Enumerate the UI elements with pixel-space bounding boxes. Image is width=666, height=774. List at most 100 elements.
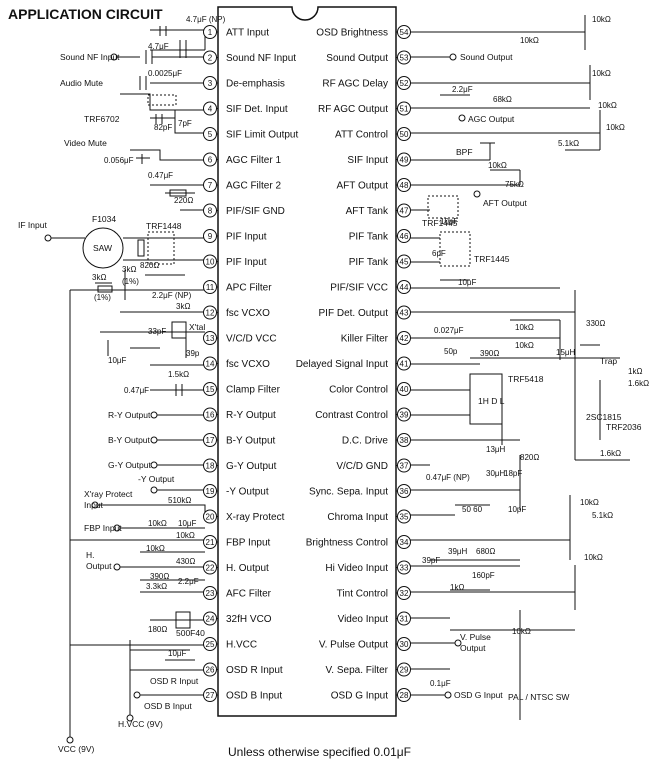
value-r1pct-1: (1%) [94,293,111,302]
value-r10k-e: 10kΩ [606,123,625,132]
pin-label: 32fH VCO [226,614,272,625]
value-c22r: 2.2μF [452,85,473,94]
pin-circle [203,356,217,371]
value-c047: 0.47μF [148,171,173,180]
pin-label: fsc VCXO [226,359,270,370]
label-fbp-input: FBP Input [84,523,122,533]
pin-label: V. Sepa. Filter [326,665,389,676]
pin-circle [397,178,411,192]
value-r3k-3: 3kΩ [176,302,190,311]
value-r10k-d: 10kΩ [598,101,617,110]
pin-number: 33 [400,564,409,573]
pin-number: 9 [208,232,213,241]
pin-number: 39 [400,411,409,420]
pin-number: 13 [206,334,215,343]
pin-circle [397,382,411,396]
value-c7: 7pF [178,119,192,128]
left-circuit-wiring [44,26,206,744]
pin-13: 13 V/C/D VCC [203,331,277,345]
label-v-pulse: V. Pulse [460,632,491,642]
label-minus-y-output: -Y Output [138,474,175,484]
value-r51k: 5.1kΩ [558,139,579,148]
pin-circle [397,535,411,549]
label-aft-output: AFT Output [483,198,527,208]
pin-number: 53 [400,54,409,63]
pin-circle [397,203,411,218]
pin-number: 42 [400,334,409,343]
pin-circle [203,509,217,524]
label-trap: Trap [600,356,617,366]
value-c39: 39p [186,349,200,358]
value-c18: 18pF [504,469,522,478]
label-h-output-1: H. [86,550,95,560]
pin-label: Color Control [329,385,388,396]
pin-14: 14 fsc VCXO [203,356,270,371]
value-c10pf2: 10pF [508,505,526,514]
pin-circle [397,407,411,422]
pin-number: 15 [206,385,215,394]
value-r10k-b: 10kΩ [592,15,611,24]
value-c10u: 10μF [458,278,477,287]
pin-label: AFC Filter [226,589,272,600]
pin-label: PIF Tank [349,232,389,243]
pin-label: Contrast Control [315,410,388,421]
pin-label: PIF Input [226,232,267,243]
value-r1k-b: 1kΩ [450,583,464,592]
pin-number: 3 [208,79,213,88]
label-f1034: F1034 [92,214,116,224]
pin-circle [203,152,217,167]
pin-number: 43 [400,309,409,318]
value-c01: 0.1μF [430,679,451,688]
value-c82: 82pF [154,123,172,132]
value-l13: 13μH [486,445,506,454]
value-r3k-2: 3kΩ [122,265,136,274]
pin-number: 14 [206,360,215,369]
pin-circle [203,458,217,473]
pin-label: OSD Brightness [316,28,388,39]
pin-circle [397,688,411,702]
value-c6p: 6pF [432,249,446,258]
pin-label: V/C/D VCC [226,334,277,345]
pin-number: 29 [400,666,409,675]
pin-label: APC Filter [226,283,272,294]
value-c10c: 10μF [168,649,187,658]
pin-circle [203,586,217,600]
value-r10k-3: 10kΩ [146,544,165,553]
value-n5060: 50 60 [462,505,483,514]
pin-number: 16 [206,411,215,420]
pin-number: 8 [208,207,213,216]
value-c10pf: 10pF [440,217,458,226]
pin-circle [203,25,217,39]
value-r10k-g: 10kΩ [515,323,534,332]
value-r430: 430Ω [176,557,195,566]
pin-circle [397,305,411,320]
pin-number: 1 [208,28,213,37]
pin-label: SIF Det. Input [226,104,288,115]
value-r75k: 75kΩ [505,180,524,189]
pin-label: Hi Video Input [325,563,388,574]
pin-label: -Y Output [226,487,269,498]
label-hvcc-9v: H.VCC (9V) [118,719,163,729]
pin-number: 26 [206,666,215,675]
label-audio-mute: Audio Mute [60,78,103,88]
value-l39: 39μH [448,547,468,556]
pin-number: 6 [208,156,213,165]
pin-circle [203,229,217,243]
pin-37: 37V/C/D GND [336,458,411,473]
pin-number: 32 [400,589,409,598]
pin-number: 4 [208,105,213,114]
value-c33: 33pF [148,327,166,336]
pin-38: 38D.C. Drive [342,433,411,447]
pin-number: 24 [206,615,215,624]
